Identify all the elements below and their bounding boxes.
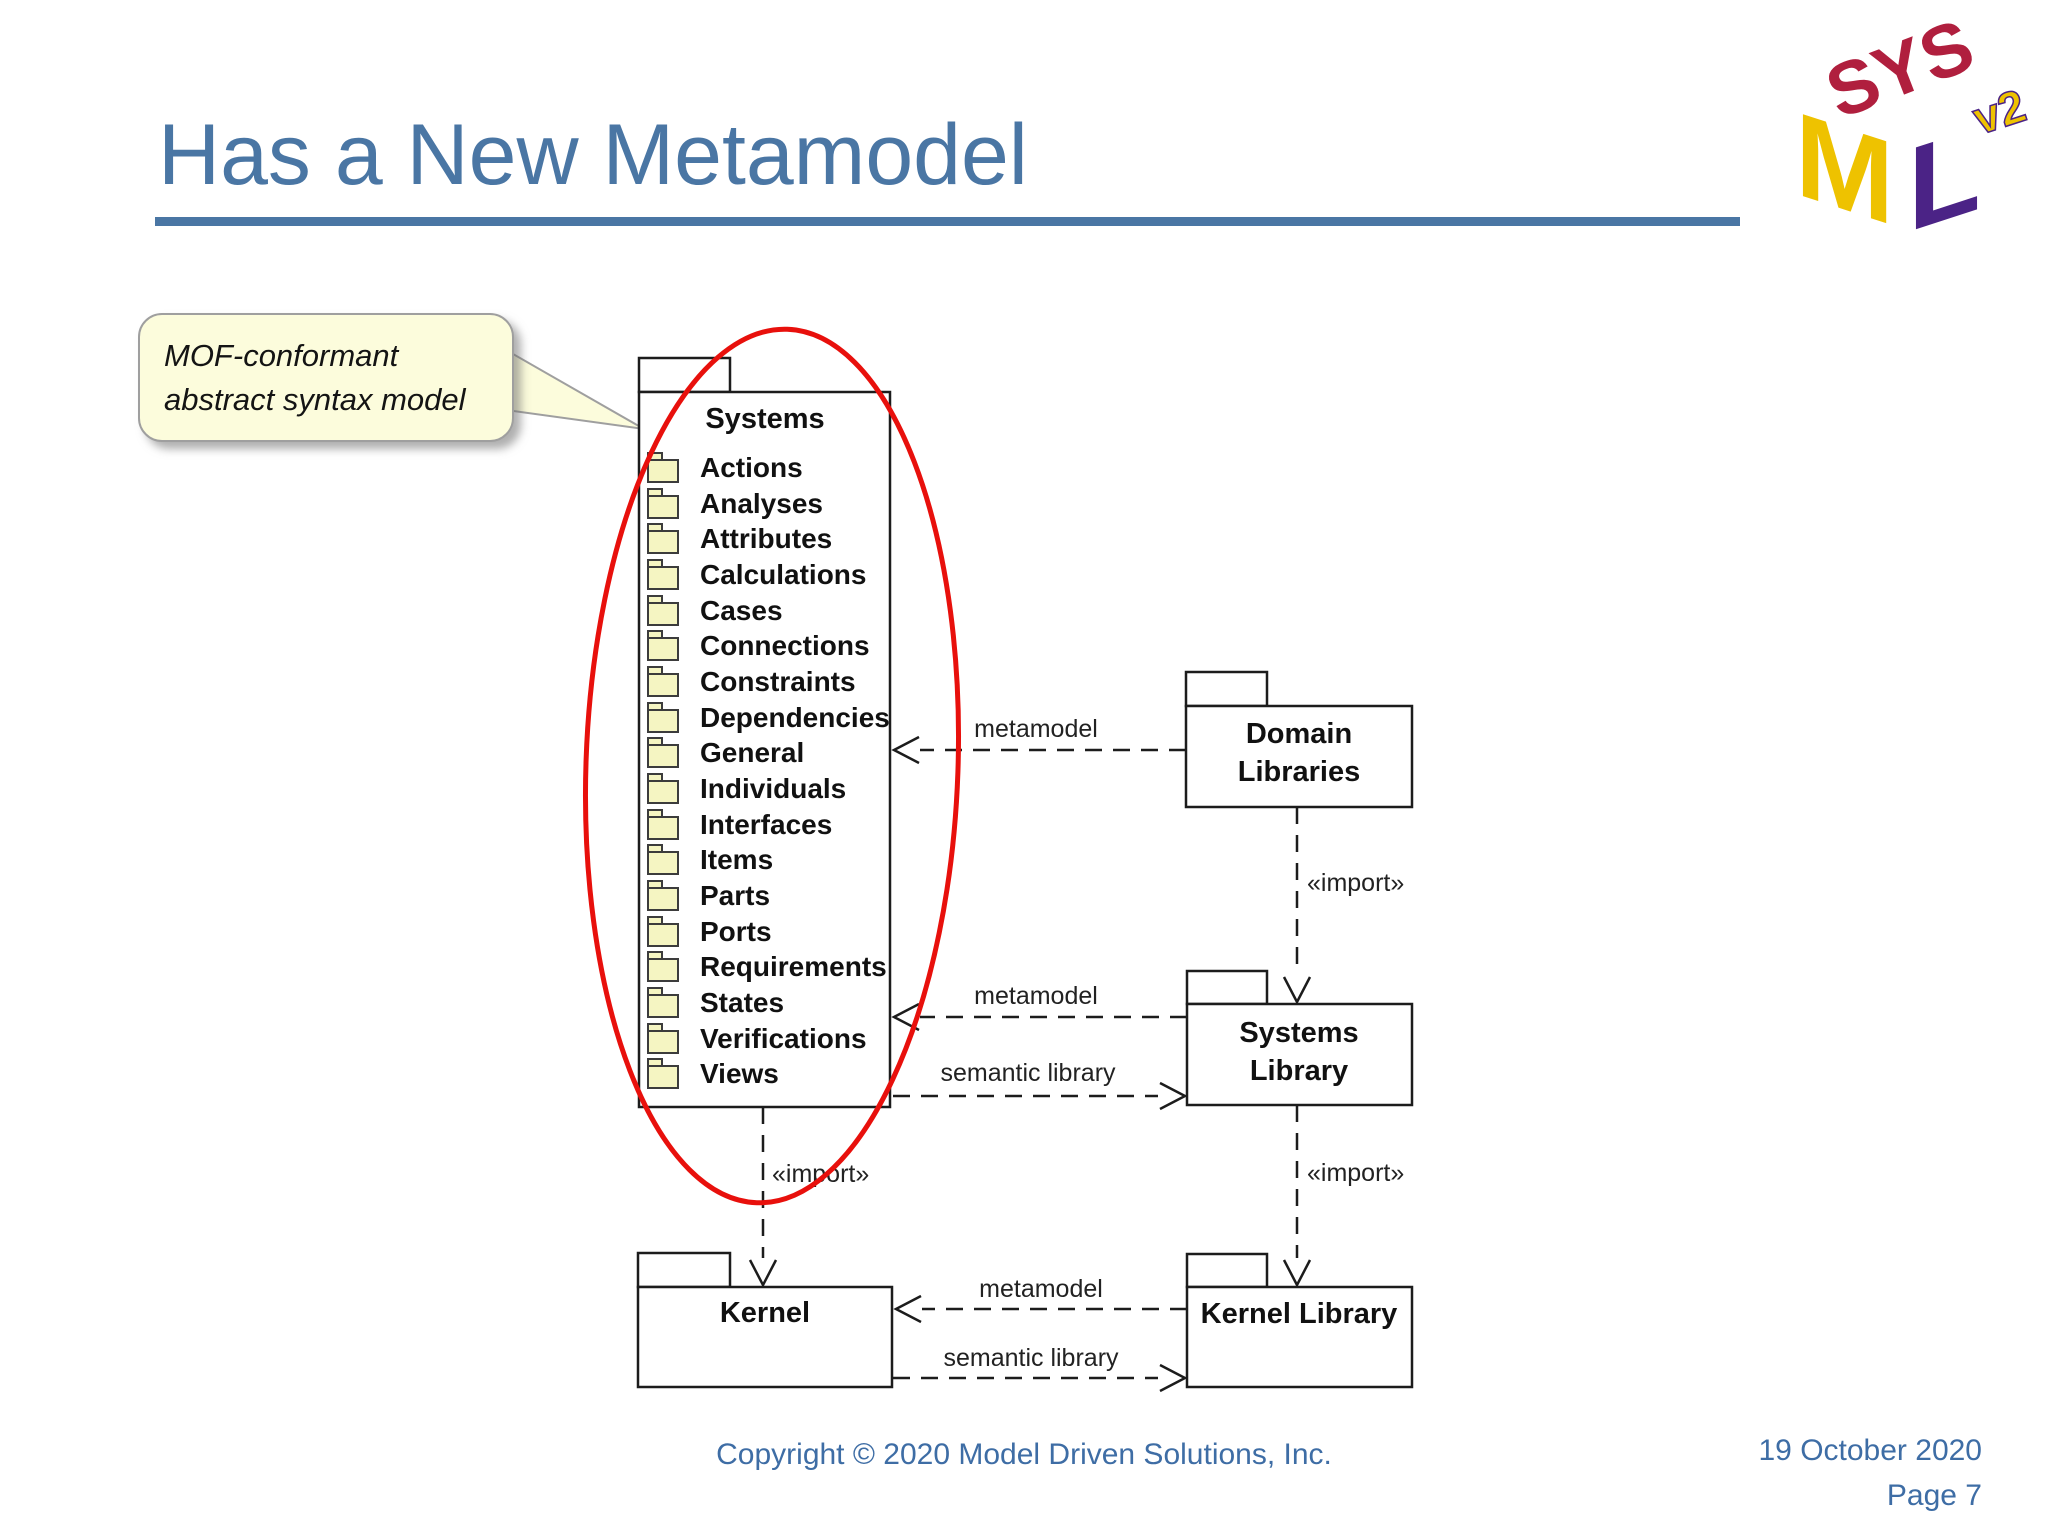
- edge-label-metamodel: metamodel: [974, 982, 1098, 1010]
- package-kernel-name: Kernel: [720, 1297, 810, 1329]
- footer-copyright: Copyright © 2020 Model Driven Solutions,…: [716, 1438, 1332, 1471]
- systems-item-label: Requirements: [700, 951, 887, 982]
- systems-item-label: Cases: [700, 595, 783, 626]
- package-systems-library: Systems Library: [1185, 969, 1414, 1107]
- open-arrowhead-left-icon: [893, 1294, 922, 1324]
- open-arrowhead-down-icon: [1282, 1259, 1312, 1288]
- systems-item-row: States: [647, 987, 784, 1018]
- systems-item-label: Ports: [700, 916, 772, 947]
- systems-item-label: Parts: [700, 880, 770, 911]
- systems-item-row: Cases: [647, 595, 783, 626]
- callout-mof-note: MOF-conformant abstract syntax model: [138, 313, 514, 442]
- callout-line2: abstract syntax model: [164, 381, 466, 417]
- package-domain-libraries-name: Domain: [1246, 718, 1352, 750]
- systems-item-row: Connections: [647, 630, 870, 661]
- systems-item-row: General: [647, 737, 804, 768]
- edge-metamodel-systems-library-to-systems: metamodel: [891, 982, 1187, 1032]
- edge-label-import: «import»: [772, 1160, 869, 1188]
- package-domain-libraries-name2: Libraries: [1238, 756, 1361, 788]
- open-arrowhead-down-icon: [1282, 976, 1312, 1005]
- systems-item-row: Actions: [647, 452, 803, 483]
- page-title: Has a New Metamodel: [158, 107, 1028, 203]
- systems-item-row: Items: [647, 844, 773, 875]
- package-systems-library-name2: Library: [1250, 1055, 1348, 1087]
- systems-item-label: Items: [700, 844, 773, 875]
- systems-item-row: Interfaces: [647, 809, 832, 840]
- footer-date-page: 19 October 2020 Page 7: [1759, 1428, 1983, 1518]
- package-systems-library-name: Systems: [1239, 1017, 1358, 1049]
- sysml-logo-cube: SYS M L v2: [1795, 2, 2033, 257]
- sysml-v2-logo: SYS M L v2: [1778, 2, 2034, 257]
- edge-label-semantic-library: semantic library: [943, 1344, 1119, 1372]
- package-kernel-body: [636, 1285, 894, 1389]
- edge-import-domain-to-systems-library: «import»: [1282, 807, 1404, 1005]
- open-arrowhead-right-icon: [1159, 1081, 1188, 1111]
- systems-item-row: Verifications: [647, 1023, 867, 1054]
- callout-line1: MOF-conformant: [164, 337, 399, 373]
- systems-item-row: Constraints: [647, 666, 856, 697]
- package-systems-body: [637, 390, 892, 1109]
- edge-semantic-library-systems-to-systems-library: semantic library: [893, 1059, 1188, 1111]
- package-kernel-tab: [636, 1251, 732, 1289]
- package-systems-name: Systems: [705, 403, 824, 435]
- systems-item-label: Constraints: [700, 666, 856, 697]
- package-kernel-library-body: [1185, 1285, 1414, 1389]
- systems-item-label: Analyses: [700, 488, 823, 519]
- systems-item-label: Connections: [700, 630, 870, 661]
- package-kernel-library-tab: [1185, 1252, 1269, 1289]
- red-highlight-ellipse: [582, 326, 962, 1206]
- edge-import-systems-to-kernel: «import»: [748, 1107, 869, 1288]
- systems-item-label: Interfaces: [700, 809, 832, 840]
- systems-item-label: Dependencies: [700, 702, 890, 733]
- systems-item-row: Calculations: [647, 559, 866, 590]
- edge-label-import: «import»: [1307, 1159, 1404, 1187]
- edge-semantic-library-kernel-to-kernel-library: semantic library: [893, 1344, 1188, 1393]
- package-systems-library-tab: [1185, 969, 1269, 1006]
- systems-item-row: Views: [647, 1058, 779, 1089]
- systems-item-label: States: [700, 987, 784, 1018]
- logo-l-text: L: [1908, 100, 1981, 246]
- systems-item-row: Ports: [647, 916, 772, 947]
- open-arrowhead-left-icon: [891, 735, 920, 765]
- edge-label-metamodel: metamodel: [974, 715, 1098, 743]
- footer-date: 19 October 2020: [1758, 1434, 1983, 1467]
- title-underline: [155, 217, 1740, 226]
- systems-item-label: Individuals: [700, 773, 846, 804]
- systems-item-row: Individuals: [647, 773, 846, 804]
- package-systems-tab: [637, 356, 732, 394]
- systems-item-row: Dependencies: [647, 702, 890, 733]
- open-arrowhead-left-icon: [891, 1002, 920, 1032]
- edge-label-import: «import»: [1307, 869, 1404, 897]
- systems-item-row: Requirements: [647, 951, 887, 982]
- systems-item-label: Attributes: [700, 523, 832, 554]
- open-arrowhead-down-icon: [748, 1259, 778, 1288]
- systems-item-label: Verifications: [700, 1023, 867, 1054]
- edge-metamodel-domain-to-systems: metamodel: [891, 715, 1186, 765]
- edge-label-metamodel: metamodel: [979, 1275, 1103, 1303]
- package-systems-library-body: [1185, 1002, 1414, 1107]
- package-domain-libraries-body: [1184, 704, 1414, 809]
- package-domain-libraries-tab: [1184, 670, 1269, 708]
- edge-metamodel-kernel-library-to-kernel: metamodel: [893, 1275, 1187, 1324]
- callout-tail: [505, 348, 645, 430]
- package-domain-libraries: Domain Libraries: [1184, 670, 1414, 809]
- package-kernel-library-name: Kernel Library: [1201, 1298, 1398, 1330]
- package-kernel: Kernel: [636, 1251, 894, 1389]
- systems-item-row: Attributes: [647, 523, 832, 554]
- systems-item-row: Parts: [647, 880, 770, 911]
- footer-page-number: Page 7: [1886, 1479, 1982, 1512]
- systems-item-label: Calculations: [700, 559, 866, 590]
- systems-item-label: Actions: [700, 452, 803, 483]
- open-arrowhead-right-icon: [1159, 1363, 1188, 1393]
- systems-item-label: Views: [700, 1058, 779, 1089]
- edge-import-systems-library-to-kernel-library: «import»: [1282, 1105, 1404, 1288]
- systems-item-label: General: [700, 737, 804, 768]
- edge-label-semantic-library: semantic library: [940, 1059, 1116, 1087]
- systems-item-row: Analyses: [647, 488, 823, 519]
- logo-m-text: M: [1795, 85, 1894, 246]
- package-kernel-library: Kernel Library: [1185, 1252, 1414, 1389]
- package-systems: Systems Actions Analyses Attributes Calc…: [637, 356, 892, 1109]
